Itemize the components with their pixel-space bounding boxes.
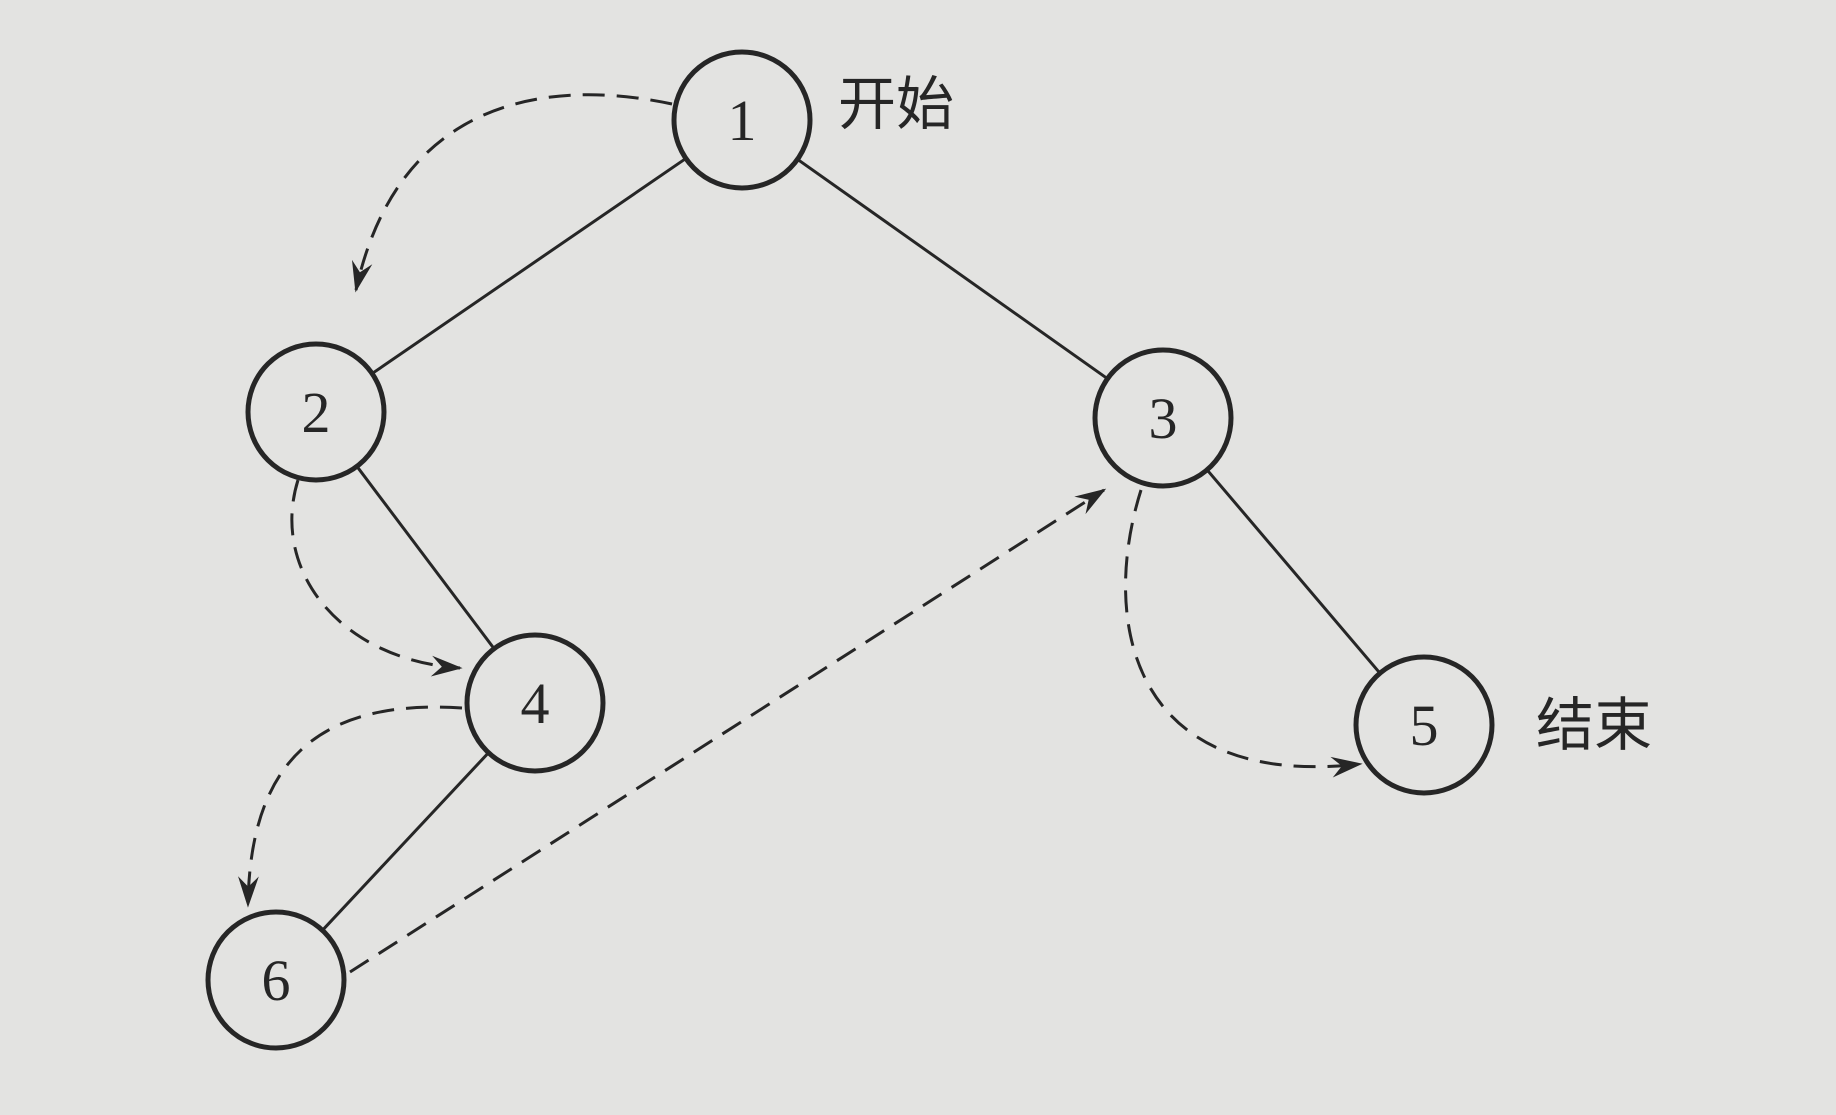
traversal-arrow-1-2: [352, 93, 673, 293]
tree-edge-1-2: [371, 157, 687, 375]
node-label-3: 3: [1149, 386, 1178, 451]
traversal-arrow-4-6: [238, 705, 463, 908]
node-circle-4: [464, 632, 606, 774]
traversal-arrow-2-4: [290, 479, 463, 677]
tree-edge-3-5: [1205, 468, 1382, 675]
node-6: 6: [205, 909, 347, 1051]
node-label-1: 1: [728, 88, 757, 153]
node-label-4: 4: [521, 671, 550, 736]
node-circle-1: [671, 49, 813, 191]
node-label-2: 2: [302, 380, 331, 445]
node-5: 5: [1353, 654, 1495, 796]
node-circle-3: [1092, 347, 1234, 489]
node-label-6: 6: [262, 948, 291, 1013]
node-3: 3: [1092, 347, 1234, 489]
tree-edge-1-3: [796, 158, 1109, 380]
node-label-5: 5: [1410, 693, 1439, 758]
traversal-edges: [238, 93, 1363, 974]
tree-edge-2-4: [355, 465, 496, 650]
end-label: 结束: [1536, 691, 1652, 759]
traversal-arrow-6-3: [349, 488, 1107, 974]
node-circle-2: [245, 341, 387, 483]
tree-edge-4-6: [321, 751, 490, 932]
node-1: 1: [671, 49, 813, 191]
node-2: 2: [245, 341, 387, 483]
node-circle-6: [205, 909, 347, 1051]
node-4: 4: [464, 632, 606, 774]
nodes: 1 2 3 4 5 6: [205, 49, 1495, 1051]
tree-edges: [321, 157, 1382, 932]
traversal-arrow-3-5: [1124, 489, 1363, 778]
start-label: 开始: [838, 70, 954, 138]
node-circle-5: [1353, 654, 1495, 796]
